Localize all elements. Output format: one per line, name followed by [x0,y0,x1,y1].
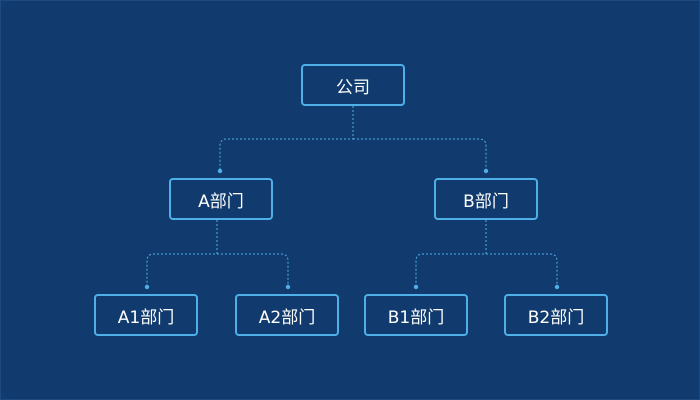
connector-b-to-b2 [486,253,558,286]
connector-root-to-a [219,106,354,170]
connector-a-to-a2 [217,253,289,286]
connector-dot-a1 [144,284,150,290]
connector-root-to-b [353,138,487,170]
connector-dot-b2 [554,284,560,290]
node-department-a: A部门 [169,178,273,220]
connector-b-to-b1 [415,220,487,286]
node-company: 公司 [301,64,405,106]
node-department-a1: A1部门 [94,294,198,336]
connector-dot-a2 [285,284,291,290]
node-department-a2: A2部门 [235,294,339,336]
node-department-b2: B2部门 [504,294,608,336]
node-department-b1: B1部门 [364,294,468,336]
connector-a-to-a1 [146,220,218,286]
node-department-b: B部门 [434,178,538,220]
connector-dot-a [217,168,223,174]
connector-dot-b1 [413,284,419,290]
connector-dot-b [483,168,489,174]
